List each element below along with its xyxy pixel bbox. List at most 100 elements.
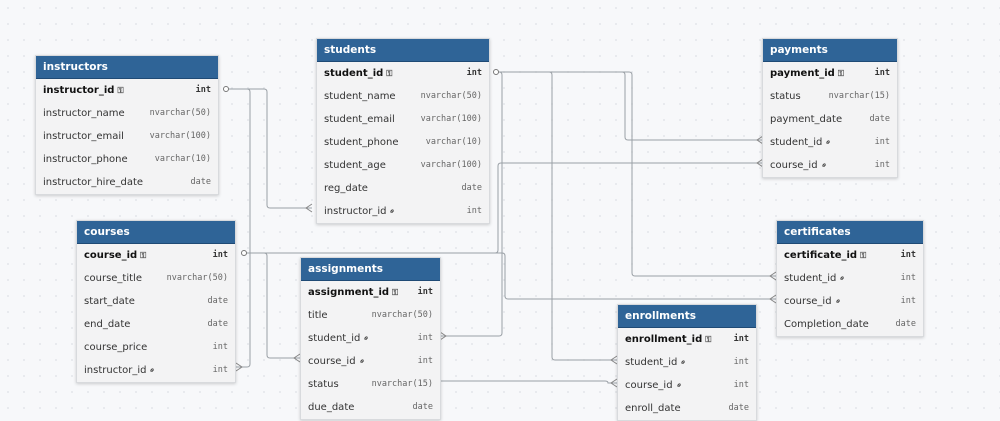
column-row[interactable]: student_age varchar(100) [317, 154, 489, 177]
column-row[interactable]: payment_date date [763, 108, 897, 131]
link-origin-dot [223, 86, 229, 92]
column-type: int [417, 356, 433, 366]
column-row[interactable]: student_email varchar(100) [317, 108, 489, 131]
column-row[interactable]: course_id⚭ int [301, 350, 440, 373]
column-name: reg_date [324, 183, 368, 194]
link-origin-dot [241, 250, 247, 256]
crow-foot-marker [756, 158, 764, 168]
column-row[interactable]: start_date date [77, 290, 235, 313]
column-name: due_date [308, 402, 355, 413]
column-type: int [212, 365, 228, 375]
column-row[interactable]: assignment_id⚿ int [301, 281, 440, 304]
table-header[interactable]: assignments [301, 258, 440, 281]
column-type: date [190, 177, 211, 187]
column-row[interactable]: student_phone varchar(10) [317, 131, 489, 154]
column-name: enrollment_id [625, 334, 703, 345]
column-name: enroll_date [625, 403, 681, 414]
column-row[interactable]: course_price int [77, 336, 235, 359]
link-courses-certificates [244, 252, 776, 300]
column-name: course_price [84, 342, 148, 353]
column-name: course_id [625, 380, 673, 391]
link-assignments-enrollments [440, 380, 617, 384]
column-row[interactable]: student_id⚿ int [317, 62, 489, 85]
column-name: Completion_date [784, 319, 869, 330]
column-type: int [466, 206, 482, 216]
column-type: int [733, 334, 749, 344]
column-name: payment_date [770, 114, 843, 125]
column-type: date [412, 402, 433, 412]
column-row[interactable]: status nvarchar(15) [763, 85, 897, 108]
column-row[interactable]: instructor_email varchar(100) [36, 125, 218, 148]
column-name: end_date [84, 319, 131, 330]
column-row[interactable]: student_id⚭ int [763, 131, 897, 154]
table-header[interactable]: instructors [36, 56, 218, 79]
column-type: date [461, 183, 482, 193]
table-header[interactable]: payments [763, 39, 897, 62]
column-name: student_id [784, 273, 837, 284]
table-students[interactable]: students student_id⚿ int student_name nv… [316, 38, 490, 224]
column-row[interactable]: Completion_date date [777, 313, 923, 336]
column-type: nvarchar(50) [420, 91, 482, 101]
table-certificates[interactable]: certificates certificate_id⚿ int student… [776, 220, 924, 337]
table-header[interactable]: courses [77, 221, 235, 244]
link-instructors-students [226, 88, 312, 209]
table-courses[interactable]: courses course_id⚿ int course_title nvar… [76, 220, 236, 383]
column-row[interactable]: instructor_id⚿ int [36, 79, 218, 102]
column-name: course_title [84, 273, 142, 284]
table-header[interactable]: enrollments [618, 305, 756, 328]
crow-foot-marker [756, 135, 764, 145]
column-row[interactable]: reg_date date [317, 177, 489, 200]
link-origin-dot [493, 69, 499, 75]
column-type: int [417, 333, 433, 343]
column-row[interactable]: enroll_date date [618, 397, 756, 420]
column-type: date [207, 296, 228, 306]
column-row[interactable]: enrollment_id⚿ int [618, 328, 756, 351]
column-row[interactable]: status nvarchar(15) [301, 373, 440, 396]
column-row[interactable]: due_date date [301, 396, 440, 419]
column-row[interactable]: course_id⚭ int [763, 154, 897, 177]
column-row[interactable]: certificate_id⚿ int [777, 244, 923, 267]
key-icon: ⚿ [860, 251, 867, 260]
table-header[interactable]: students [317, 39, 489, 62]
column-name: student_id [324, 68, 384, 79]
table-header[interactable]: certificates [777, 221, 923, 244]
column-name: instructor_id [84, 365, 147, 376]
column-name: instructor_id [324, 206, 387, 217]
column-type: date [728, 403, 749, 413]
column-row[interactable]: student_id⚭ int [301, 327, 440, 350]
column-type: int [733, 357, 749, 367]
column-row[interactable]: instructor_id⚭ int [77, 359, 235, 382]
table-enrollments[interactable]: enrollments enrollment_id⚿ int student_i… [617, 304, 757, 421]
column-name: instructor_name [43, 108, 125, 119]
column-type: int [212, 250, 228, 260]
column-row[interactable]: course_title nvarchar(50) [77, 267, 235, 290]
column-row[interactable]: course_id⚿ int [77, 244, 235, 267]
column-row[interactable]: instructor_name nvarchar(50) [36, 102, 218, 125]
column-type: int [874, 68, 890, 78]
column-type: int [900, 296, 916, 306]
key-icon: ⚿ [705, 335, 712, 344]
column-name: course_id [770, 160, 818, 171]
column-row[interactable]: course_id⚭ int [777, 290, 923, 313]
column-type: varchar(10) [425, 137, 482, 147]
column-row[interactable]: student_name nvarchar(50) [317, 85, 489, 108]
column-type: int [195, 85, 211, 95]
column-row[interactable]: end_date date [77, 313, 235, 336]
column-name: title [308, 310, 328, 321]
column-row[interactable]: payment_id⚿ int [763, 62, 897, 85]
column-name: student_id [625, 357, 678, 368]
column-row[interactable]: instructor_hire_date date [36, 171, 218, 194]
crow-foot-marker [293, 353, 301, 363]
column-row[interactable]: student_id⚭ int [777, 267, 923, 290]
table-payments[interactable]: payments payment_id⚿ int status nvarchar… [762, 38, 898, 178]
column-row[interactable]: title nvarchar(50) [301, 304, 440, 327]
column-row[interactable]: course_id⚭ int [618, 374, 756, 397]
table-instructors[interactable]: instructors instructor_id⚿ int instructo… [35, 55, 219, 195]
column-row[interactable]: instructor_phone varchar(10) [36, 148, 218, 171]
column-row[interactable]: student_id⚭ int [618, 351, 756, 374]
table-assignments[interactable]: assignments assignment_id⚿ int title nva… [300, 257, 441, 420]
column-type: date [869, 114, 890, 124]
link-courses-assignments [244, 252, 300, 359]
crow-foot-marker [439, 331, 447, 341]
column-row[interactable]: instructor_id⚭ int [317, 200, 489, 223]
